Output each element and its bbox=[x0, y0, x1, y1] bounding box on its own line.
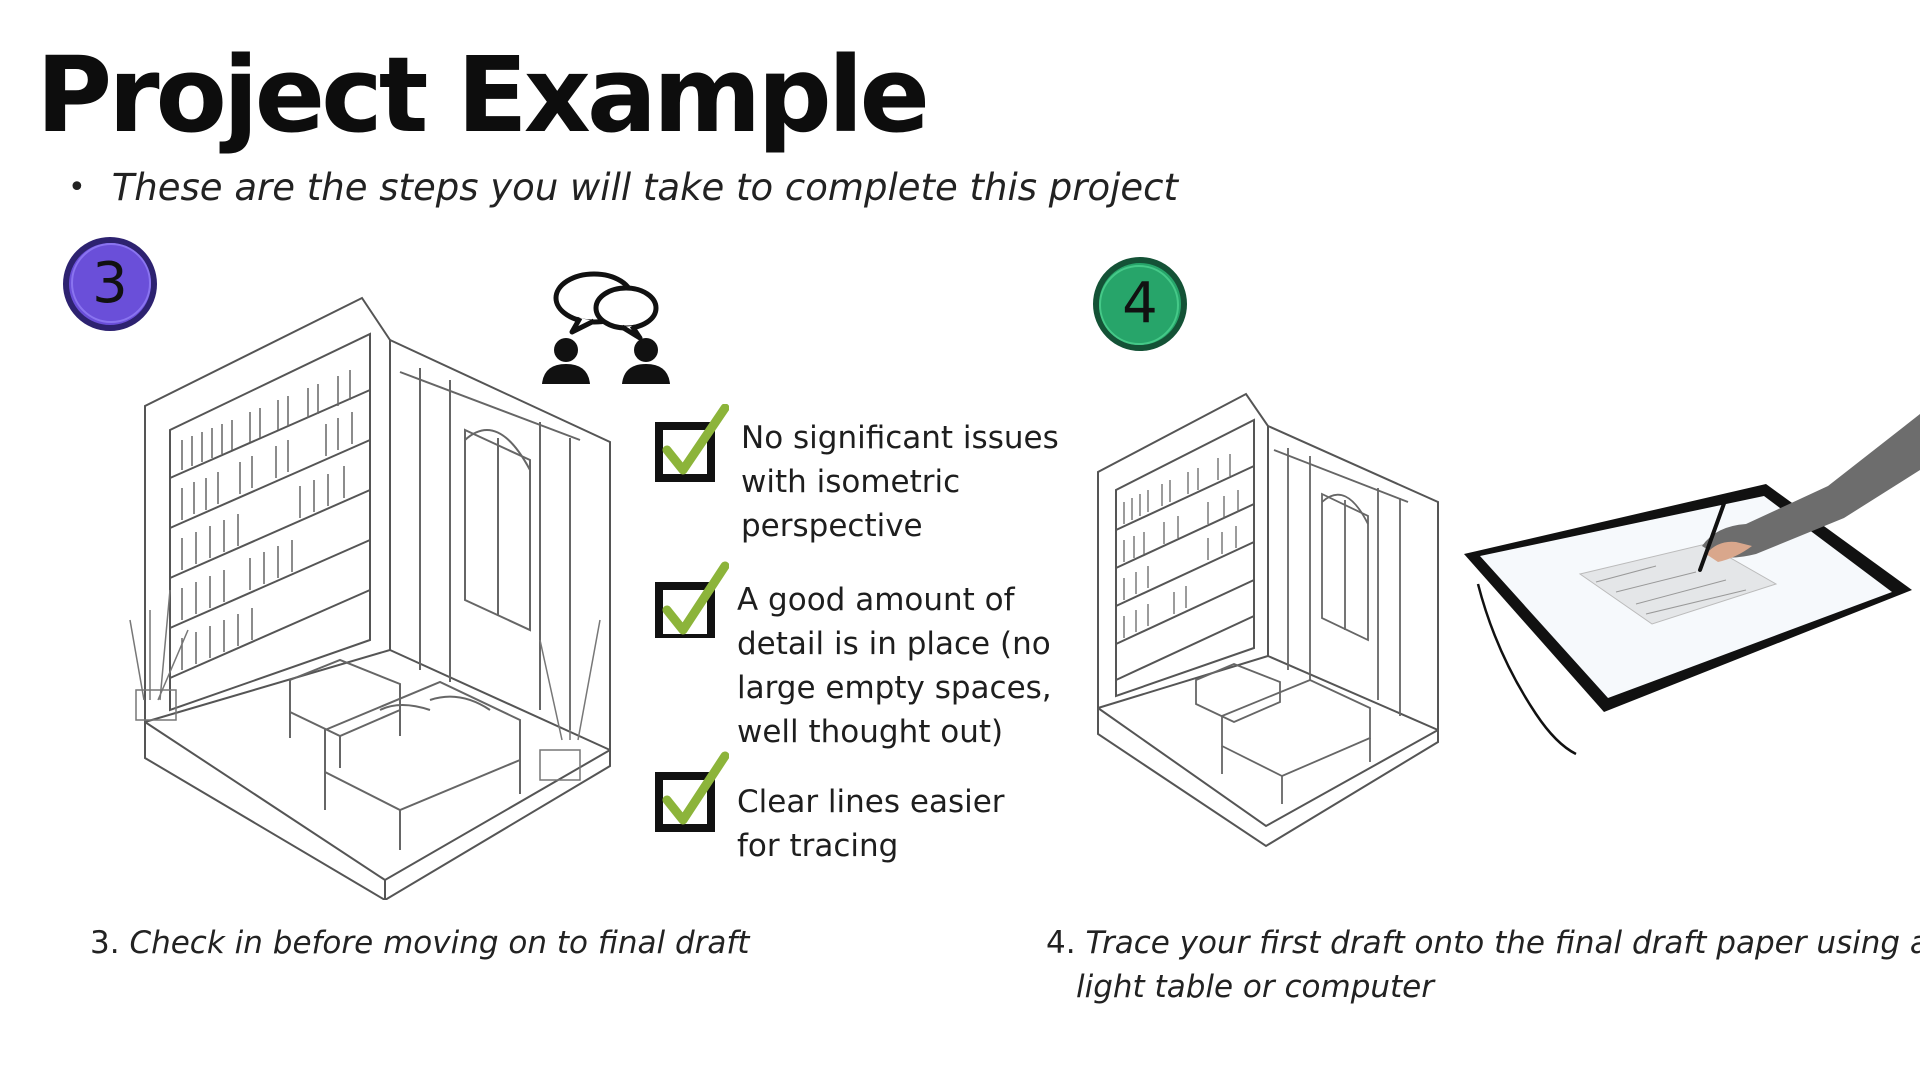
subtitle-text: These are the steps you will take to com… bbox=[111, 166, 1179, 209]
isometric-room-sketch-final bbox=[1078, 390, 1458, 850]
checkmark-icon bbox=[655, 750, 730, 832]
step-3-caption-number: 3. bbox=[90, 925, 120, 961]
checklist-text: A good amount of detail is in place (no … bbox=[737, 582, 1052, 750]
bullet-marker: • bbox=[68, 170, 86, 205]
light-table-icon bbox=[1456, 414, 1920, 764]
checkmark-icon bbox=[655, 403, 730, 486]
step-3-badge: 3 bbox=[62, 236, 158, 332]
isometric-room-sketch-draft bbox=[100, 290, 640, 902]
discussion-icon bbox=[536, 268, 676, 384]
step-4-caption: 4. Trace your first draft onto the final… bbox=[1046, 921, 1920, 1009]
page-title: Project Example bbox=[36, 34, 930, 156]
step-3-number: 3 bbox=[92, 251, 128, 316]
step-4-number: 4 bbox=[1122, 271, 1158, 336]
step-4-caption-line2: light table or computer bbox=[1076, 969, 1434, 1005]
checkmark-icon bbox=[655, 556, 730, 642]
step-3-caption: 3. Check in before moving on to final dr… bbox=[90, 921, 749, 965]
step-3-caption-text: Check in before moving on to final draft bbox=[129, 925, 750, 961]
checklist-text: No significant issues with isometric per… bbox=[741, 420, 1059, 544]
step-4-badge: 4 bbox=[1092, 256, 1188, 352]
subtitle: • These are the steps you will take to c… bbox=[68, 166, 1178, 209]
step-4-caption-line1: Trace your first draft onto the final dr… bbox=[1085, 925, 1920, 961]
checklist-text: Clear lines easier for tracing bbox=[737, 784, 1005, 864]
step-4-caption-number: 4. bbox=[1046, 925, 1076, 961]
